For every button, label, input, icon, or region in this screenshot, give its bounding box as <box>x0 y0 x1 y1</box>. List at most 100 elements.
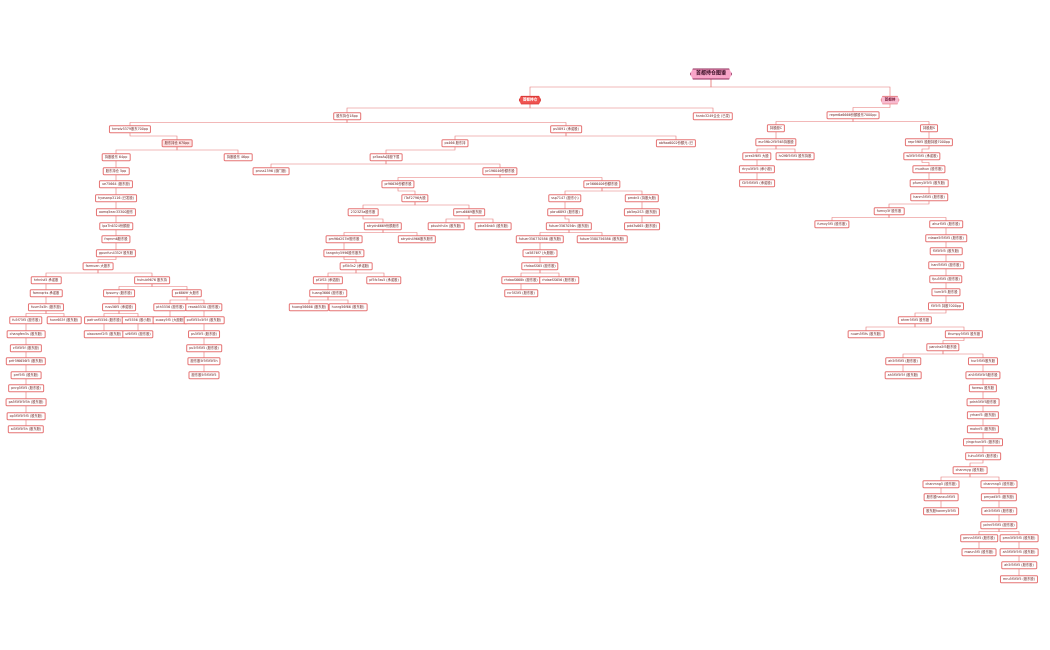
topic-node[interactable]: repm6a6666份额股东7000pp <box>826 111 880 119</box>
topic-node[interactable]: op5f5f5f5f5 (股东股) <box>6 412 46 420</box>
topic-node[interactable]: chanmyg (股东股) <box>952 466 988 474</box>
topic-node[interactable]: pmu6669股东股 <box>453 208 485 216</box>
topic-node[interactable]: futuer3580756586 (股东股) <box>576 235 628 243</box>
topic-node[interactable]: hunrg56f66 (股东股) <box>328 303 368 311</box>
topic-node[interactable]: pr96636份额东股 <box>381 180 415 188</box>
topic-node[interactable]: yrhanf5 (股东股) <box>966 411 1000 419</box>
topic-node[interactable]: ah5f5f5f5 (股东股) <box>1001 561 1037 569</box>
topic-node[interactable]: rcr5S5f5 (股东股) <box>504 289 538 297</box>
topic-node[interactable]: rdawe5f5f5f5 (股东股) <box>925 234 967 242</box>
topic-node[interactable]: hur5f5f5股东股 <box>967 357 999 365</box>
topic-node[interactable]: hunr6S5f (股东股) <box>46 316 82 324</box>
topic-node[interactable]: w5f5f5f5f5 (承诺股) <box>903 152 941 160</box>
topic-node[interactable]: pmdn5 (持股大股) <box>624 194 660 202</box>
topic-node[interactable]: reoab5530 (股东股) <box>185 303 223 311</box>
topic-node[interactable]: pr5aoAs持股下属 <box>369 153 403 161</box>
topic-node[interactable]: cf5f5f5f (股东股) <box>9 344 43 352</box>
root-topic[interactable]: 首都持仓图谱 <box>689 68 733 80</box>
topic-node[interactable]: pb5ep2S3 (股东股) <box>623 208 661 216</box>
topic-node[interactable]: pf5fc5ss5 (承诺股) <box>366 276 402 284</box>
topic-node[interactable]: pbru6893 (股东股) <box>547 208 583 216</box>
topic-node[interactable]: turn5f5 股东股 <box>931 288 961 296</box>
topic-node[interactable]: pr196046份额东股 <box>482 167 518 175</box>
topic-node[interactable]: mohnf5 (股东股) <box>966 425 1000 433</box>
topic-node[interactable]: pmyad5f5 (股东股) <box>980 493 1018 501</box>
topic-node[interactable]: ah5f5f5f5f (股东股) <box>884 371 922 379</box>
topic-node[interactable]: ah5f5f5f5 (股东股) <box>885 357 921 365</box>
topic-node[interactable]: futuer356770586 (股东股) <box>515 235 565 243</box>
topic-node[interactable]: mwun5f5 (股东股) <box>961 548 997 556</box>
topic-node[interactable]: hanf5f5f5 (股东股) <box>928 261 964 269</box>
topic-node[interactable]: pchnf5f5f5 (股东股) <box>980 521 1018 529</box>
topic-node[interactable]: ahrer5f5f5 股东股 <box>897 316 933 324</box>
topic-node[interactable]: uz5876f7 (大股股) <box>522 249 558 257</box>
topic-node[interactable]: pnrg5f5f5 (股东股) <box>8 384 44 392</box>
topic-node[interactable]: ue75664 (股东股) <box>98 180 134 188</box>
topic-node[interactable]: fuum5s5h (股东股) <box>27 303 65 311</box>
topic-node[interactable]: hyasanp3116 (已发股) <box>95 194 137 202</box>
topic-node[interactable]: pf5k5s2 (承诺股) <box>339 262 373 270</box>
topic-node[interactable]: pf1fS5 (承诺股) <box>312 276 344 284</box>
topic-node[interactable]: 持股股东 64pp <box>101 153 131 161</box>
topic-node[interactable]: pa5f5f5f5f5h (股东股) <box>5 398 47 406</box>
topic-node[interactable]: ptuuhfn4n (股东股) <box>427 222 465 230</box>
topic-node[interactable]: 股东持仓18pp <box>333 112 361 120</box>
topic-node[interactable]: 股东股5f5f5f5f5h <box>187 357 221 365</box>
topic-node[interactable]: f2f5f5f5f5 (承诺股) <box>739 179 775 187</box>
topic-node[interactable]: atrydn4966股东股东 <box>397 235 437 243</box>
topic-node[interactable]: pc6869f 大股东 <box>171 289 203 297</box>
topic-node[interactable]: pruss1596 (澳门股) <box>252 167 290 175</box>
topic-node[interactable]: pres5f6f5 大股 <box>742 152 772 160</box>
topic-node[interactable]: ai5f5f5f5h (股东股) <box>7 425 45 433</box>
topic-node[interactable]: prfr5f6656f5 (股东股) <box>5 357 47 365</box>
topic-node[interactable]: hrzdv3249企业 (已发) <box>692 112 734 120</box>
topic-node[interactable]: pfumy5f5f5 (股东股) <box>909 179 949 187</box>
topic-node[interactable]: puf5f55c5f5f (股东股) <box>183 316 225 324</box>
topic-node[interactable]: ahurf5f5 (股东股) <box>929 220 963 228</box>
topic-node[interactable]: pth5556 (股东股) <box>153 303 187 311</box>
topic-node[interactable]: eur5f6c2f5f565持股股 <box>755 138 797 146</box>
topic-node[interactable]: mru5f5f5f5 (股东股) <box>999 575 1039 583</box>
topic-node[interactable]: 首都持仓 <box>518 95 542 105</box>
topic-node[interactable]: f5f5f5f5 (股东股) <box>929 247 963 255</box>
topic-node[interactable]: futuer3567056n (股东股) <box>545 222 593 230</box>
topic-node[interactable]: pr5666406份额东股 <box>583 180 621 188</box>
topic-node[interactable]: farewu 股东股 <box>968 384 998 392</box>
topic-node[interactable]: oomq5ezc33300股东 <box>95 208 137 216</box>
topic-node[interactable]: huhub9676 股东持 <box>134 276 170 284</box>
topic-node[interactable]: pdnh5f5f5股东股 <box>966 398 1000 406</box>
topic-node[interactable]: ps5f5f5 (股东股) <box>188 330 220 338</box>
topic-node[interactable]: chanmng5 (股东股) <box>980 480 1018 488</box>
topic-node[interactable]: 2323Z5a股东股 <box>347 208 379 216</box>
topic-node[interactable]: atrydn6669份额股东 <box>363 222 403 230</box>
topic-node[interactable]: gpunfun4352f 股东股 <box>95 249 137 257</box>
topic-node[interactable]: rhdaeSS656 (股东股) <box>539 276 579 284</box>
topic-node[interactable]: 首都持 <box>880 95 900 105</box>
topic-node[interactable]: chanmng5 (股东股) <box>922 480 960 488</box>
topic-node[interactable]: tuhu5f5f5 (股东股) <box>965 452 1001 460</box>
topic-node[interactable]: 股东持仓 5pp <box>102 167 130 175</box>
topic-node[interactable]: uf6f5f5 (股东股) <box>122 330 154 338</box>
topic-node[interactable]: hrmdv5379股东700pp <box>108 125 152 133</box>
topic-node[interactable]: tpsumy (股东股) <box>103 289 135 297</box>
topic-node[interactable]: pu5f5f5f5 (股东股) <box>186 344 222 352</box>
topic-node[interactable]: 股东持仓 670pp <box>161 139 193 147</box>
topic-node[interactable]: fpu5f5f5 (股东股) <box>929 275 963 283</box>
topic-node[interactable]: ah5f5f5f5f5 (股东股) <box>999 548 1039 556</box>
topic-node[interactable]: fumvy5f 股东股 <box>873 207 905 215</box>
topic-node[interactable]: rtryu5f5f5 (承小股) <box>738 165 776 173</box>
topic-node[interactable]: rhdaoSS65 (股东股) <box>521 262 559 270</box>
topic-node[interactable]: pdd3s665 (股东股) <box>624 222 660 230</box>
topic-node[interactable]: pafrunf5556 (股东股) <box>84 316 124 324</box>
topic-node[interactable]: ab9aa6002份额元 (已 <box>655 139 697 147</box>
topic-node[interactable]: 股东股5f5f5f5f5 <box>188 371 220 379</box>
topic-node[interactable]: hrhnlst5 承诺股 <box>30 276 62 284</box>
topic-node[interactable]: prrf5f5 (股东股) <box>10 371 42 379</box>
topic-node[interactable]: russ56f5 (承诺股) <box>102 303 136 311</box>
topic-node[interactable]: frqrnm6股东股 <box>101 235 131 243</box>
topic-node[interactable]: hr2f6f5f5f5 股东持股 <box>775 152 815 160</box>
topic-node[interactable]: changfen5s (股东股) <box>6 330 46 338</box>
topic-node[interactable]: famnqrks 承诺股 <box>29 289 63 297</box>
topic-node[interactable]: lpa7h6324份额股 <box>99 222 133 230</box>
topic-node[interactable]: pm96d2S7kf股东股 <box>325 235 363 243</box>
